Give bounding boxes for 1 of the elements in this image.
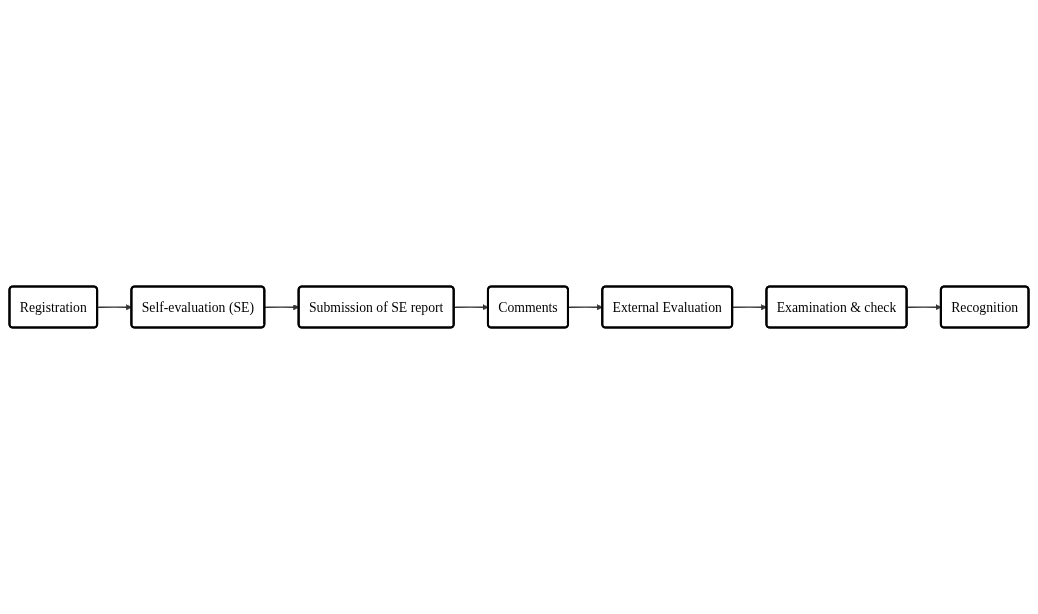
arrow — [567, 304, 603, 311]
